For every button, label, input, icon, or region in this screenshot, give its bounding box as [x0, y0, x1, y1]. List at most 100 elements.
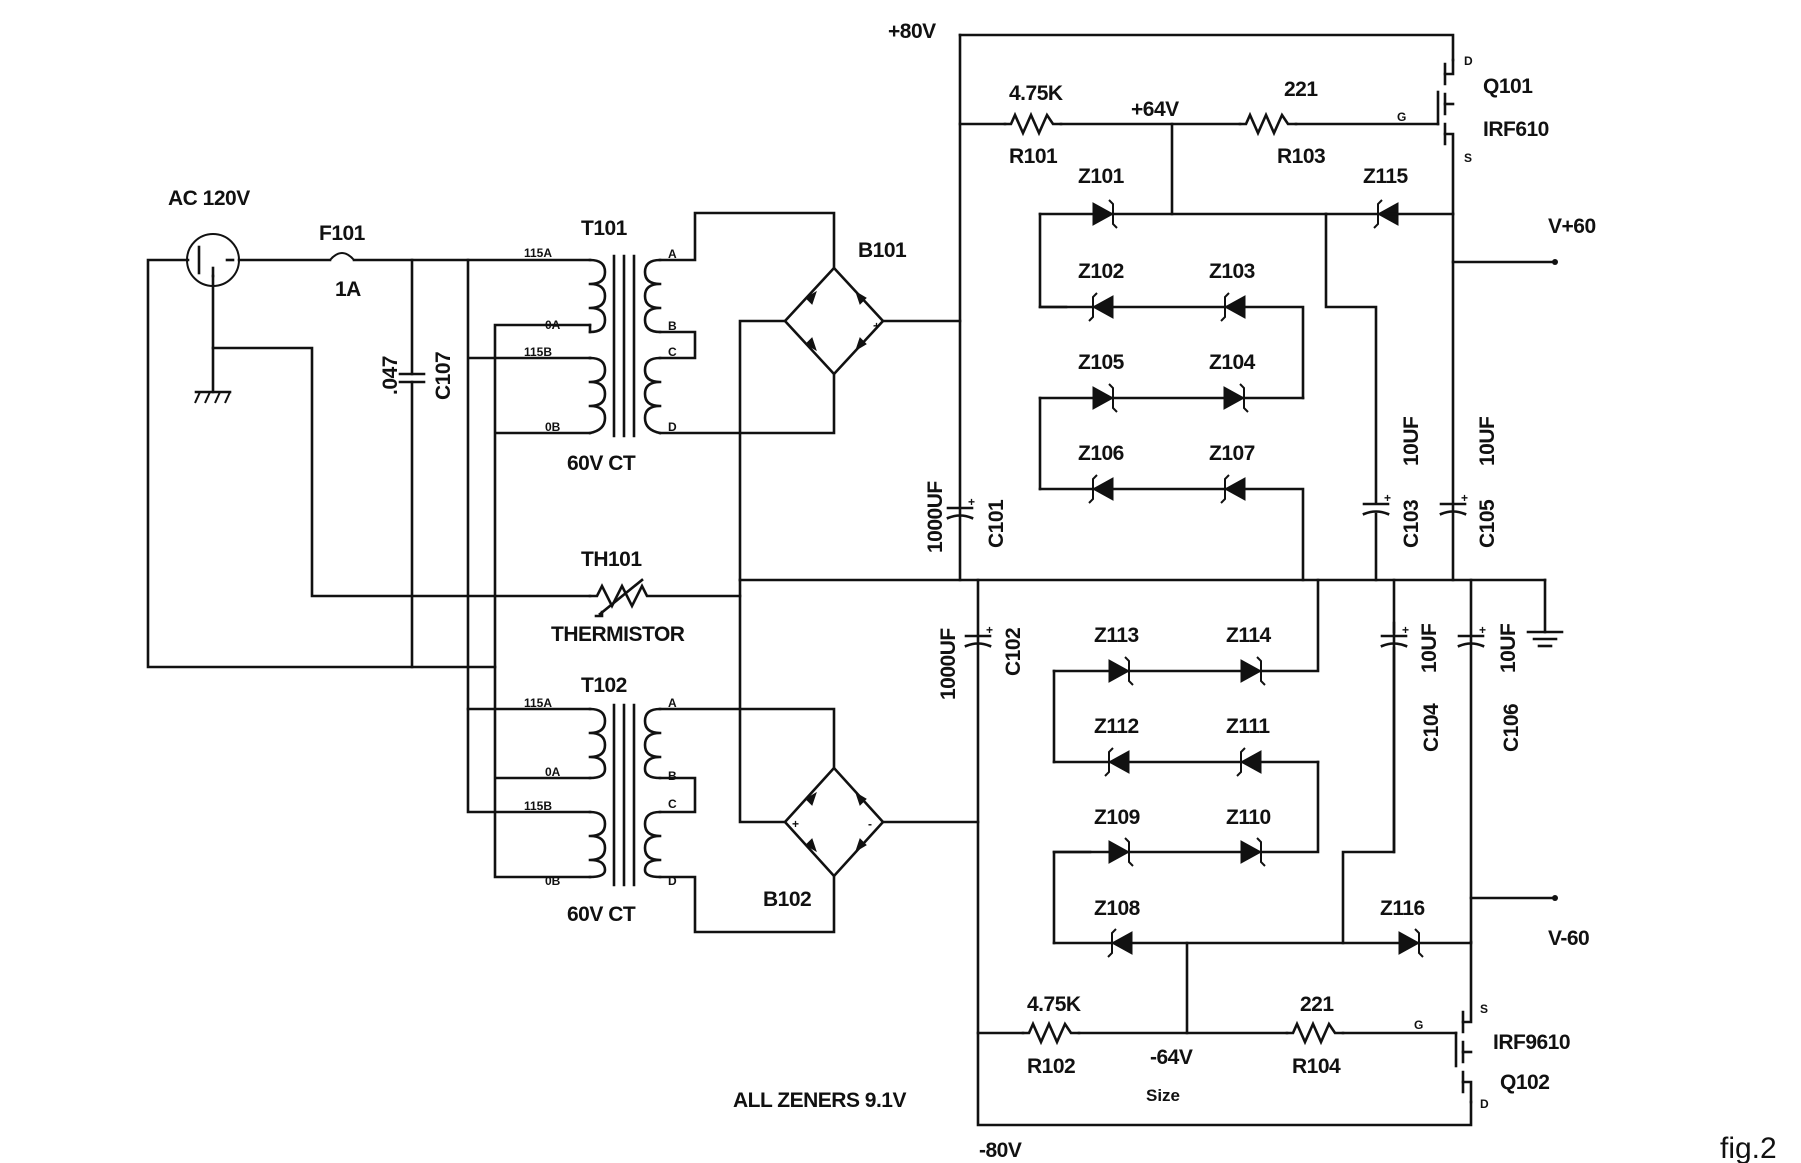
label-t102-a: A: [668, 696, 677, 710]
label-t101: T101: [581, 217, 628, 240]
label-r102: R102: [1027, 1055, 1075, 1078]
label-th101: TH101: [581, 548, 642, 571]
label-z102: Z102: [1078, 260, 1124, 283]
label-t102-d: D: [668, 874, 677, 888]
label-t102-b: B: [668, 769, 677, 783]
label-t102-115a: 115A: [524, 696, 552, 710]
label-thermistor: THERMISTOR: [551, 623, 685, 646]
label-t102-0b: 0B: [545, 874, 561, 888]
label-t101-115b: 115B: [524, 345, 552, 359]
label-z111: Z111: [1226, 715, 1270, 738]
label-b102: B102: [763, 888, 811, 911]
label-t101-ct: 60V CT: [567, 452, 636, 475]
label-q101-part: IRF610: [1483, 118, 1549, 141]
label-t102-115b: 115B: [524, 799, 552, 813]
label-fig: fig.2: [1720, 1132, 1777, 1163]
label-r103: R103: [1277, 145, 1325, 168]
label-c106-value: 10UF: [1497, 623, 1520, 673]
label-c102-value: 1000UF: [937, 628, 960, 700]
label-zener-note: ALL ZENERS 9.1V: [733, 1089, 906, 1112]
label-c106-plus: +: [1479, 623, 1486, 637]
label-z113: Z113: [1094, 624, 1139, 647]
label-z105: Z105: [1078, 351, 1125, 374]
label-c102-plus: +: [986, 623, 993, 637]
label-minus80: -80V: [979, 1139, 1022, 1162]
label-c103-value: 10UF: [1400, 416, 1423, 466]
bridge-b101: [738, 266, 962, 582]
label-vplus60: V+60: [1548, 215, 1596, 238]
lower-regulator: [964, 578, 1558, 1127]
label-c105: C105: [1476, 499, 1499, 548]
ground-symbol: [1526, 578, 1564, 648]
label-b102-plus: +: [792, 817, 799, 831]
label-r101-value: 4.75K: [1009, 82, 1063, 105]
label-minus64: -64V: [1150, 1046, 1193, 1069]
transformer-t101: [588, 211, 836, 438]
label-ac-in: AC 120V: [168, 187, 250, 210]
label-c104-plus: +: [1402, 623, 1409, 637]
label-z104: Z104: [1209, 351, 1256, 374]
label-z110: Z110: [1226, 806, 1271, 829]
label-q102-g: G: [1414, 1018, 1423, 1032]
label-t102-c: C: [668, 797, 677, 811]
label-z116: Z116: [1380, 897, 1425, 920]
label-fuse: F101: [319, 222, 366, 245]
label-r104: R104: [1292, 1055, 1341, 1078]
upper-regulator: [946, 33, 1558, 582]
label-c105-value: 10UF: [1476, 416, 1499, 466]
label-plus64: +64V: [1131, 98, 1179, 121]
label-q101: Q101: [1483, 75, 1533, 98]
label-t101-c: C: [668, 345, 677, 359]
label-q102: Q102: [1500, 1071, 1549, 1094]
label-size: Size: [1146, 1086, 1180, 1105]
label-q101-g: G: [1397, 110, 1406, 124]
label-b101-plus: +: [873, 319, 880, 333]
label-q102-part: IRF9610: [1493, 1031, 1570, 1054]
label-c105-plus: +: [1461, 491, 1468, 505]
label-q102-d: D: [1480, 1097, 1489, 1111]
label-r103-value: 221: [1284, 78, 1318, 101]
label-vminus60: V-60: [1548, 927, 1589, 950]
label-c107-value: .047: [379, 356, 402, 395]
label-z112: Z112: [1094, 715, 1139, 738]
label-t101-b: B: [668, 319, 677, 333]
label-t101-0b: 0B: [545, 420, 561, 434]
label-t101-115a: 115A: [524, 246, 552, 260]
label-t101-a: A: [668, 247, 677, 261]
label-c103-plus: +: [1384, 491, 1391, 505]
label-c101-plus: +: [968, 495, 975, 509]
label-c101-value: 1000UF: [924, 481, 947, 553]
bridge-b102: [738, 578, 980, 878]
label-t102-ct: 60V CT: [567, 903, 636, 926]
label-z107: Z107: [1209, 442, 1255, 465]
transformer-t102: [466, 703, 836, 934]
label-fuse-rating: 1A: [335, 278, 361, 301]
label-r102-value: 4.75K: [1027, 993, 1081, 1016]
label-t102: T102: [581, 674, 627, 697]
label-z115: Z115: [1363, 165, 1409, 188]
label-z114: Z114: [1226, 624, 1272, 647]
label-r101: R101: [1009, 145, 1058, 168]
label-c102: C102: [1002, 628, 1025, 676]
label-c101: C101: [985, 499, 1008, 548]
label-c106: C106: [1500, 704, 1523, 752]
ac-input: [146, 233, 592, 669]
label-t101-d: D: [668, 420, 677, 434]
label-z106: Z106: [1078, 442, 1124, 465]
thermistor-th101: [588, 578, 742, 618]
label-z101: Z101: [1078, 165, 1125, 188]
label-c103: C103: [1400, 500, 1423, 548]
label-r104-value: 221: [1300, 993, 1334, 1016]
label-z109: Z109: [1094, 806, 1140, 829]
primary-bus: [466, 258, 592, 879]
label-t102-0a: 0A: [545, 765, 561, 779]
label-c104: C104: [1420, 703, 1443, 752]
label-b102-minus: -: [868, 817, 872, 831]
label-q101-s: S: [1464, 151, 1472, 165]
label-c107: C107: [432, 352, 455, 400]
label-q102-s: S: [1480, 1002, 1488, 1016]
label-plus80: +80V: [888, 20, 936, 43]
label-t101-0a: 0A: [545, 318, 561, 332]
label-z103: Z103: [1209, 260, 1255, 283]
